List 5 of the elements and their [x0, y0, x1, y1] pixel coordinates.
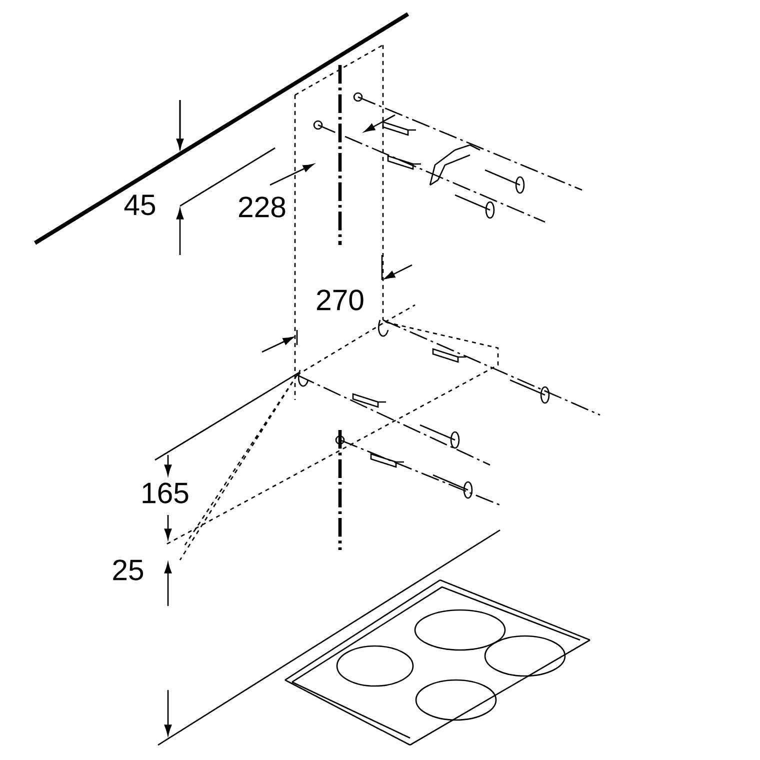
dimension-label: 228	[239, 196, 286, 218]
dimension-label: 165	[142, 482, 188, 504]
dimension-label: 25	[113, 560, 144, 580]
dimension-label: 45	[124, 194, 156, 216]
dimension-label: 270	[317, 290, 364, 310]
